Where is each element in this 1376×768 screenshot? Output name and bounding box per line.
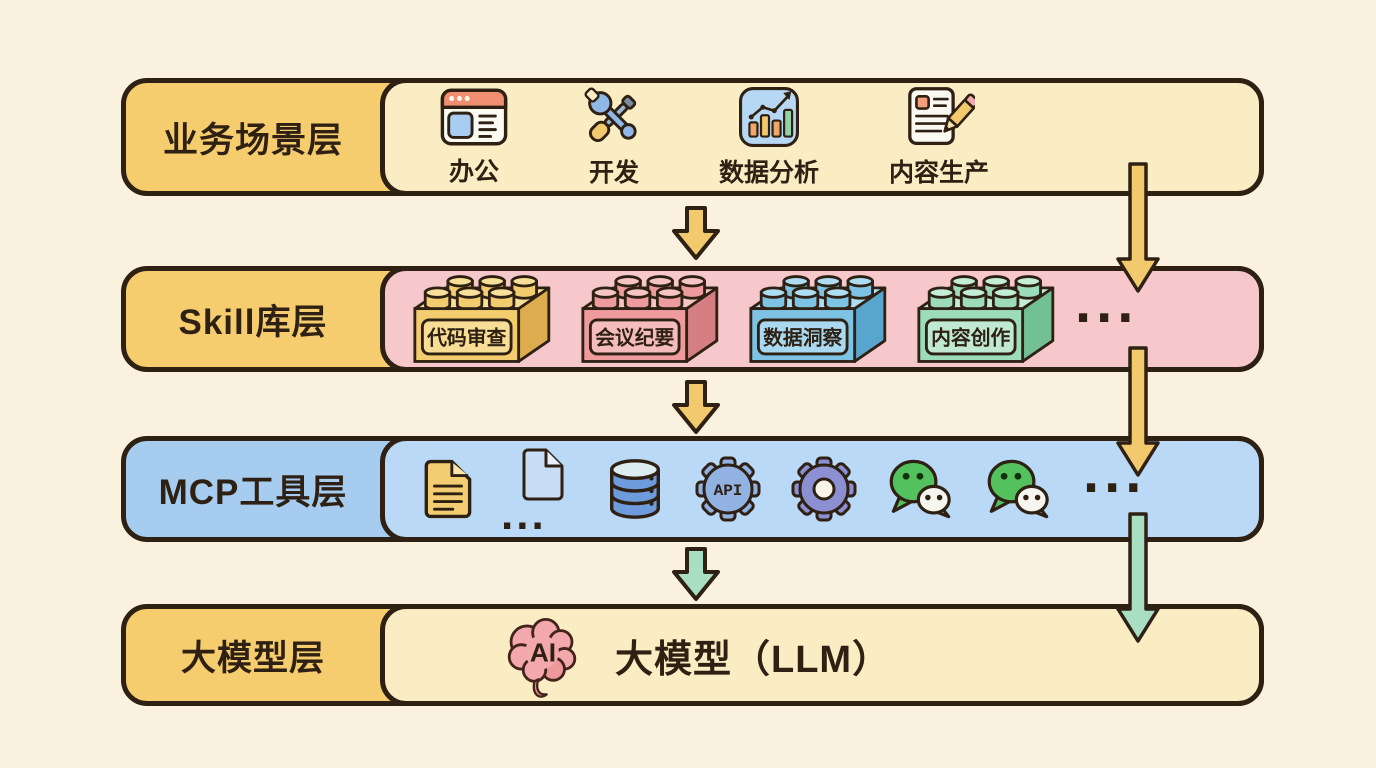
down-arrow-skill-to-mcp bbox=[672, 380, 720, 434]
dev-tools-icon bbox=[584, 87, 637, 143]
mcp-ellipsis-mid: ... bbox=[501, 490, 547, 539]
llm-layer-label: 大模型层 bbox=[180, 638, 325, 678]
down-arrow-scene-to-skill bbox=[672, 206, 720, 260]
mcp-tool-layer-row: MCP工具层 ... bbox=[121, 436, 1264, 542]
bar-chart-icon bbox=[739, 87, 799, 147]
scene-item-office: 办公 bbox=[439, 86, 509, 188]
api-gear-label: API bbox=[714, 482, 743, 500]
skill-brick-meeting-minutes-label: 会议纪要 bbox=[595, 326, 674, 349]
ai-brain-label: AI bbox=[530, 638, 556, 668]
scene-item-content-production: 内容生产 bbox=[889, 85, 989, 189]
browser-window-icon bbox=[440, 88, 508, 146]
llm-model-label: 大模型（LLM） bbox=[615, 638, 892, 681]
bypass-arrow-scene-to-skill bbox=[1116, 162, 1160, 293]
ai-brain-icon: AI bbox=[507, 617, 577, 698]
scene-item-development: 开发 bbox=[579, 85, 649, 189]
document-outline-icon bbox=[522, 448, 564, 501]
skill-library-layer-label: Skill库层 bbox=[178, 302, 328, 342]
mcp-tool-layer-label: MCP工具层 bbox=[158, 472, 348, 512]
wechat-icon bbox=[987, 459, 1049, 519]
mcp-tool-panel: ... bbox=[380, 436, 1264, 542]
scene-item-development-label: 开发 bbox=[588, 159, 639, 187]
skill-brick-meeting-minutes: 会议纪要 bbox=[581, 275, 719, 363]
down-arrow-mcp-to-llm bbox=[672, 547, 720, 601]
gear-icon bbox=[791, 456, 857, 522]
skill-brick-list: 代码审查 会议纪要 bbox=[385, 269, 1259, 369]
scene-item-data-analysis-label: 数据分析 bbox=[719, 159, 820, 187]
business-scenario-panel: 办公 bbox=[380, 78, 1264, 196]
mcp-tool-list: ... bbox=[385, 444, 1259, 539]
skill-brick-code-review-label: 代码审查 bbox=[426, 326, 506, 349]
api-gear-icon: API bbox=[695, 456, 761, 522]
skill-ellipsis: ... bbox=[1075, 270, 1139, 335]
document-pencil-icon bbox=[908, 87, 976, 145]
database-icon bbox=[610, 459, 660, 519]
scene-item-office-label: 办公 bbox=[448, 158, 499, 186]
document-icon bbox=[424, 459, 472, 519]
scene-item-data-analysis: 数据分析 bbox=[719, 85, 819, 189]
llm-line: AI 大模型（LLM） bbox=[385, 609, 1259, 701]
scene-item-content-production-label: 内容生产 bbox=[889, 159, 990, 187]
skill-brick-content-creation-label: 内容创作 bbox=[931, 326, 1010, 349]
llm-panel: AI 大模型（LLM） bbox=[380, 604, 1264, 706]
llm-layer-row: 大模型层 AI 大模型（LLM） bbox=[121, 604, 1264, 706]
bypass-arrow-skill-to-mcp bbox=[1116, 346, 1160, 477]
skill-library-layer-row: Skill库层 代码审查 bbox=[121, 266, 1264, 372]
bypass-arrow-mcp-to-llm bbox=[1116, 512, 1160, 643]
document-stack: ... bbox=[501, 445, 575, 539]
skill-library-panel: 代码审查 会议纪要 bbox=[380, 266, 1264, 372]
scene-item-list: 办公 bbox=[385, 85, 1259, 189]
business-scenario-layer-label: 业务场景层 bbox=[162, 120, 343, 160]
business-scenario-layer-row: 业务场景层 办公 bbox=[121, 78, 1264, 196]
skill-brick-data-insight: 数据洞察 bbox=[749, 275, 887, 363]
skill-brick-data-insight-label: 数据洞察 bbox=[763, 326, 842, 349]
skill-brick-content-creation: 内容创作 bbox=[917, 275, 1055, 363]
wechat-icon bbox=[889, 459, 951, 519]
skill-brick-code-review: 代码审查 bbox=[413, 275, 551, 363]
